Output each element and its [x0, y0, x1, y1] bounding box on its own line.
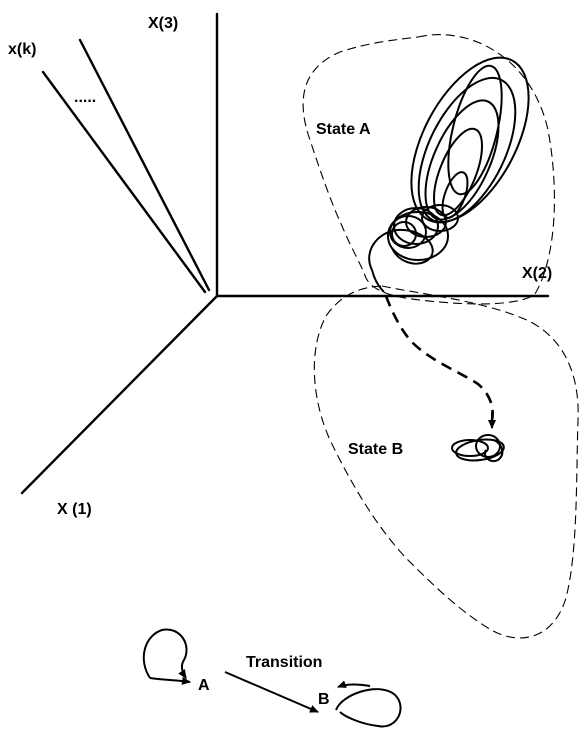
- transition-schematic: [142, 628, 402, 728]
- transition-label: Transition: [246, 654, 322, 671]
- self-loop-b-head: [337, 680, 371, 688]
- attractor-b: [451, 434, 505, 462]
- axes: [20, 12, 550, 495]
- state-a-region: [302, 34, 555, 305]
- state-b-region: [313, 285, 579, 639]
- axis-ellipsis: .....: [74, 89, 96, 106]
- state-a-label: State A: [316, 121, 371, 138]
- transition-trajectory: [384, 295, 494, 421]
- axis-label-x2: X(2): [522, 265, 552, 282]
- self-loop-b: [335, 688, 402, 728]
- self-loop-a-tail: [149, 676, 191, 685]
- axis-label-xk: x(k): [8, 41, 36, 58]
- self-loop-a: [142, 628, 188, 679]
- axis-xk-outer: [41, 70, 207, 294]
- axis-label-x1: X (1): [57, 501, 92, 518]
- node-b-label: B: [318, 691, 330, 708]
- node-a-label: A: [198, 677, 210, 694]
- axis-label-x3: X(3): [148, 15, 178, 32]
- transition-arrow: [224, 671, 319, 713]
- axis-xk-inner: [78, 38, 211, 292]
- axis-x1: [20, 294, 219, 495]
- state-b-label: State B: [348, 441, 403, 458]
- attractor-a: [368, 56, 530, 293]
